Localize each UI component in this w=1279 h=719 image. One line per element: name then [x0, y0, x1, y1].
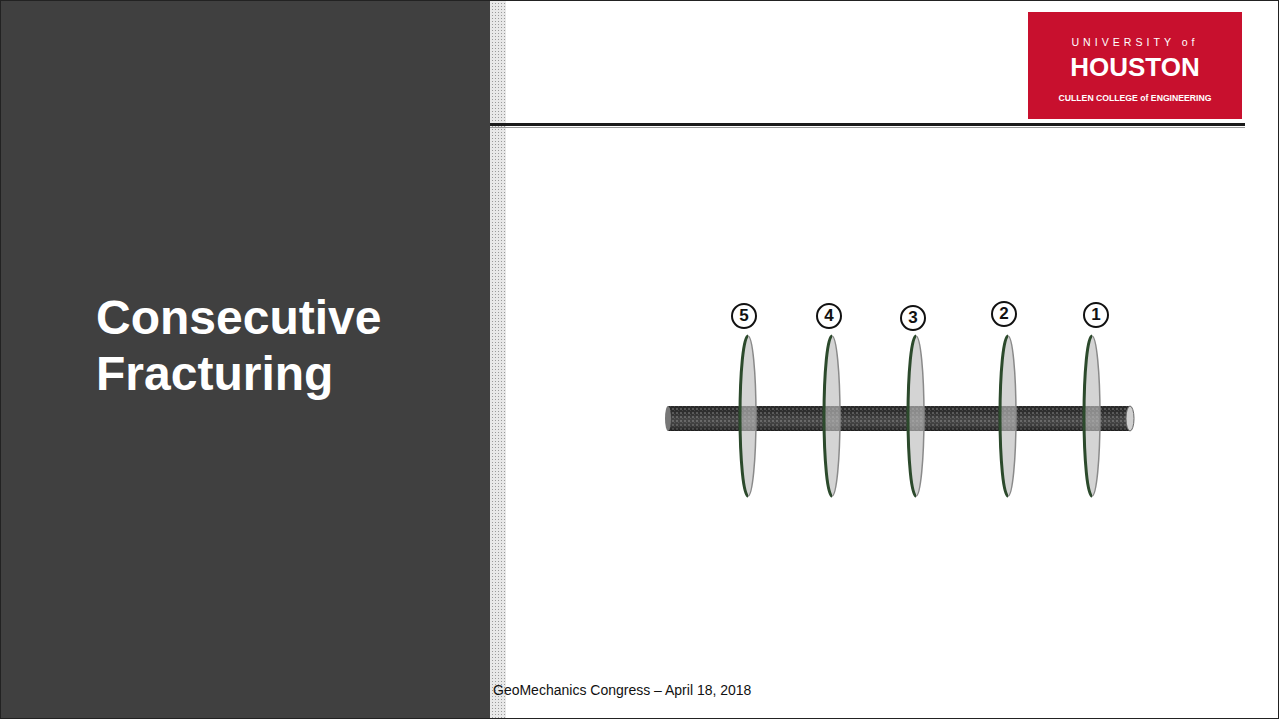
fracture-disc — [1084, 336, 1100, 496]
fracture-disc — [1000, 336, 1016, 496]
title-panel — [0, 0, 490, 719]
callout-number: 5 — [739, 307, 748, 325]
logo-text: CULLEN COLLEGE of ENGINEERING — [1028, 93, 1242, 103]
disc-face — [1084, 336, 1100, 496]
wellbore-body — [668, 406, 1130, 431]
wellbore — [665, 406, 1134, 431]
disc-rim — [1084, 336, 1092, 496]
logo-text: HOUSTON — [1028, 52, 1242, 83]
fracture-discs — [740, 336, 1100, 496]
fracture-disc — [908, 336, 924, 496]
header-rule — [490, 123, 1245, 126]
callout-circle — [992, 302, 1016, 326]
fracture-disc — [824, 336, 840, 496]
disc-rim — [824, 336, 832, 496]
slide-title: Consecutive Fracturing — [96, 290, 476, 402]
callout-number: 1 — [1091, 306, 1100, 324]
wellbore-end — [1126, 406, 1134, 431]
disc-face — [1000, 336, 1016, 496]
disc-face — [740, 336, 756, 496]
disc-rim — [740, 336, 748, 496]
fracture-disc — [740, 336, 756, 496]
callout-circles — [732, 302, 1108, 330]
disc-rim — [1000, 336, 1008, 496]
callout-circle — [901, 306, 925, 330]
callout-circle — [1084, 303, 1108, 327]
logo-box: UNIVERSITY of HOUSTON CULLEN COLLEGE of EN… — [1028, 12, 1242, 119]
footer-text: GeoMechanics Congress – April 18, 2018 — [493, 681, 751, 699]
callout-number: 2 — [999, 305, 1008, 323]
disc-face — [824, 336, 840, 496]
header-rule-shadow — [490, 127, 1245, 128]
callout-circle — [732, 304, 756, 328]
callout-number: 3 — [908, 309, 917, 327]
callout-number: 4 — [824, 307, 833, 325]
disc-rim — [908, 336, 916, 496]
wellbore-end — [665, 406, 671, 431]
callout-circle — [817, 304, 841, 328]
disc-face — [908, 336, 924, 496]
wellbore-shade — [668, 406, 1130, 431]
logo-text: UNIVERSITY of — [1028, 36, 1242, 48]
halftone-strip — [490, 0, 506, 719]
